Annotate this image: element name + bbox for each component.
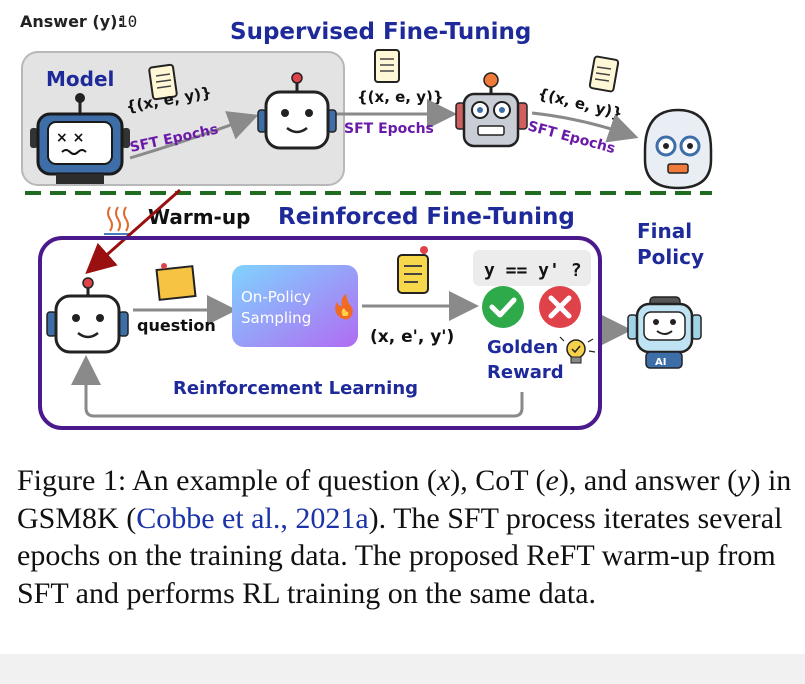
scroll-icon xyxy=(148,63,178,101)
scroll-icon xyxy=(588,55,620,93)
sft-arrow xyxy=(531,111,639,143)
reft-figure: Answer (y): 10 Supervised Fine-Tuning Mo… xyxy=(20,12,713,430)
sft-epochs-label: SFT Epochs xyxy=(526,118,617,157)
reft-title: Reinforced Fine-Tuning xyxy=(278,204,575,230)
sft-robot-icon xyxy=(643,108,713,190)
triple-label: {(x, e, y)} xyxy=(357,88,444,106)
final-policy-line-2: Policy xyxy=(637,245,704,269)
sampling-line-1: On-Policy xyxy=(241,288,311,306)
scroll-icon xyxy=(374,49,400,83)
rl-loop-arrow xyxy=(71,355,524,418)
on-policy-sampling-box xyxy=(232,265,358,347)
sticky-note-icon xyxy=(155,263,197,301)
sft-arrow xyxy=(129,111,259,160)
golden-reward-line-2: Reward xyxy=(487,362,564,383)
reft-panel xyxy=(38,236,602,430)
base-model-robot-icon: × × xyxy=(30,93,130,184)
sft-robot-icon xyxy=(257,72,337,150)
policy-robot-icon xyxy=(46,277,129,354)
answer-label: Answer (y): xyxy=(20,12,124,31)
caption-var-x: x xyxy=(436,464,451,497)
caption-var-y: y xyxy=(737,464,751,497)
sft-title: Supervised Fine-Tuning xyxy=(230,19,531,45)
answer-check-label: y == y' ? xyxy=(484,260,582,281)
citation-link[interactable]: Cobbe et al., 2021a xyxy=(136,501,369,535)
fire-icon xyxy=(335,294,353,320)
svg-text:× ×: × × xyxy=(56,130,84,146)
caption-var-e: e xyxy=(545,464,559,497)
sft-epochs-label: SFT Epochs xyxy=(344,121,434,137)
golden-reward-line-1: Golden xyxy=(487,337,558,358)
sample-triple-label: (x, e', y') xyxy=(370,327,454,347)
rl-label: Reinforcement Learning xyxy=(173,378,418,399)
answer-check-box xyxy=(473,250,591,286)
figure-caption: Figure 1: An example of question (x), Co… xyxy=(17,464,792,610)
steam-icon xyxy=(104,206,132,239)
ai-badge: AI xyxy=(655,357,666,368)
answer-value: 10 xyxy=(118,12,137,31)
final-policy-line-1: Final xyxy=(637,219,692,243)
warmup-arrow xyxy=(85,188,181,274)
lightbulb-icon xyxy=(559,336,596,364)
model-label: Model xyxy=(46,67,114,91)
bottom-strip xyxy=(0,654,805,684)
warmup-label: Warm-up xyxy=(148,205,250,229)
notepad-icon xyxy=(397,246,429,294)
final-policy-robot-icon: AI xyxy=(627,296,702,369)
check-icon xyxy=(482,286,524,328)
question-label: question xyxy=(137,316,216,335)
cross-icon xyxy=(539,286,581,328)
sft-robot-icon xyxy=(455,72,528,148)
sampling-line-2: Sampling xyxy=(241,309,311,327)
